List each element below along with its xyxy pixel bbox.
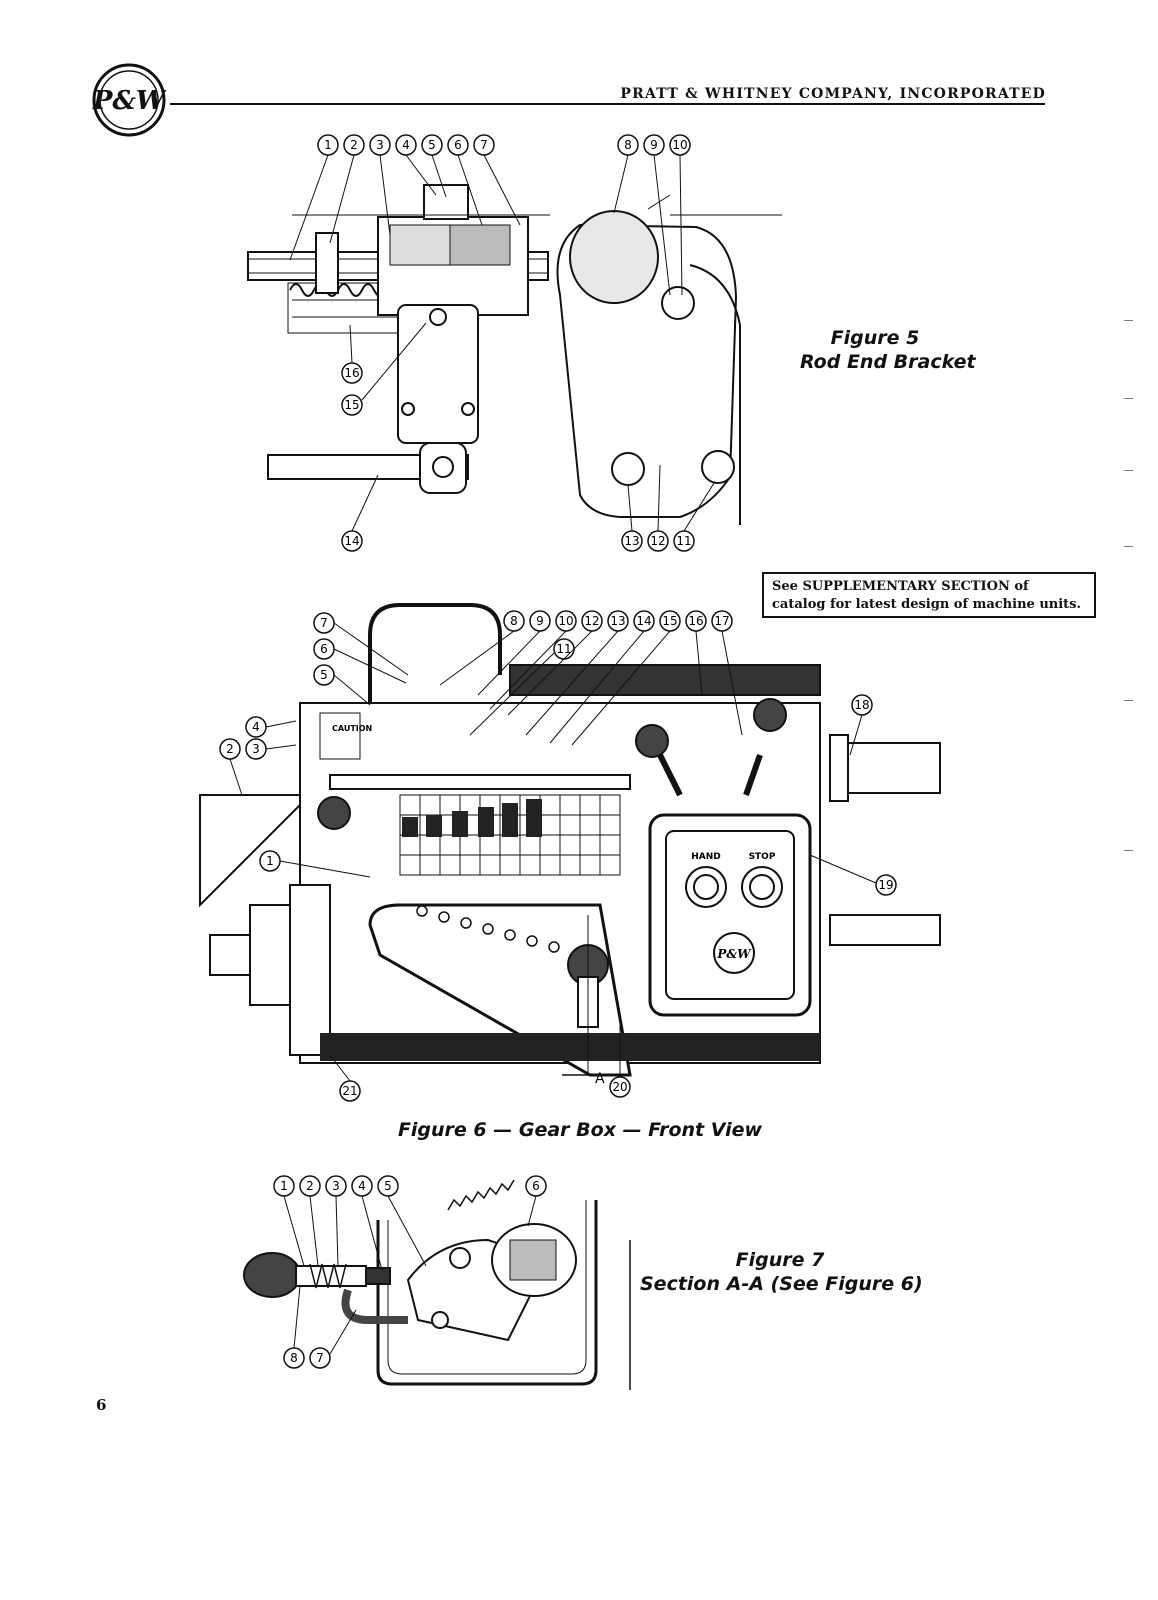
caution-plate-label: CAUTION <box>332 724 372 733</box>
fig6-callout-12: 12 <box>584 614 599 628</box>
fig6-callout-21: 21 <box>342 1084 357 1098</box>
margin-mark <box>1124 850 1133 851</box>
fig5-callout-5: 5 <box>428 138 436 152</box>
margin-mark <box>1124 546 1133 547</box>
box-logo-text: P&W <box>716 947 752 961</box>
fig5-callout-14: 14 <box>344 534 359 548</box>
fig7-callout-7: 7 <box>316 1351 324 1365</box>
fig5-callout-10: 10 <box>672 138 687 152</box>
fig7-callout-4: 4 <box>358 1179 366 1193</box>
fig6-callout-20: 20 <box>612 1080 627 1094</box>
fig5-callout-4: 4 <box>402 138 410 152</box>
fig5-callout-6: 6 <box>454 138 462 152</box>
fig6-callout-14: 14 <box>636 614 651 628</box>
figure-7-drawing: 1 2 3 4 5 6 8 7 <box>243 1175 631 1390</box>
fig6-callout-15: 15 <box>662 614 677 628</box>
page-number: 6 <box>96 1396 107 1414</box>
fig7-callout-1: 1 <box>280 1179 288 1193</box>
fig7-callout-3: 3 <box>332 1179 340 1193</box>
fig6-callout-6: 6 <box>320 642 328 656</box>
header-rule <box>170 103 1045 105</box>
fig6-callout-2: 2 <box>226 742 234 756</box>
fig5-callout-9: 9 <box>650 138 658 152</box>
fig7-callout-6: 6 <box>532 1179 540 1193</box>
fig5-callout-1: 1 <box>324 138 332 152</box>
fig7-callout-2: 2 <box>306 1179 314 1193</box>
fig7-callout-8: 8 <box>290 1351 298 1365</box>
fig5-callout-11: 11 <box>676 534 691 548</box>
fig6-callout-11: 11 <box>556 642 571 656</box>
stop-label: STOP <box>749 852 776 862</box>
fig5-callout-8: 8 <box>624 138 632 152</box>
fig6-callout-3: 3 <box>252 742 260 756</box>
fig5-callout-16: 16 <box>344 366 359 380</box>
fig6-callout-16: 16 <box>688 614 703 628</box>
fig6-callout-18: 18 <box>854 698 869 712</box>
figure-7-caption: Figure 7 Section A-A (See Figure 6) <box>640 1248 923 1296</box>
fig6-callout-10: 10 <box>558 614 573 628</box>
fig6-callout-9: 9 <box>536 614 544 628</box>
fig5-callout-2: 2 <box>350 138 358 152</box>
figure-5-caption: Figure 5 Rod End Bracket <box>800 326 976 374</box>
fig6-callout-5: 5 <box>320 668 328 682</box>
fig6-callout-4: 4 <box>252 720 260 734</box>
margin-mark <box>1124 700 1133 701</box>
margin-mark <box>1124 320 1133 321</box>
pw-logo: P&W <box>92 63 166 137</box>
section-a-label: A <box>595 1071 605 1087</box>
logo-text: P&W <box>92 86 166 116</box>
fig6-callout-13: 13 <box>610 614 625 628</box>
fig6-callout-17: 17 <box>714 614 729 628</box>
fig7-callout-5: 5 <box>384 1179 392 1193</box>
figure-7-number: Figure 7 <box>735 1249 825 1271</box>
fig5-callout-12: 12 <box>650 534 665 548</box>
fig6-callout-1: 1 <box>266 854 274 868</box>
fig5-callout-3: 3 <box>376 138 384 152</box>
fig6-callout-8: 8 <box>510 614 518 628</box>
figure-7-title: Section A-A (See Figure 6) <box>640 1273 923 1295</box>
fig6-callout-19: 19 <box>878 878 893 892</box>
figure-6-caption: Figure 6 — Gear Box — Front View <box>397 1119 763 1141</box>
margin-mark <box>1124 470 1133 471</box>
fig5-callout-13: 13 <box>624 534 639 548</box>
figure-5-title: Rod End Bracket <box>800 351 976 373</box>
figure-5-drawing: 1 2 3 4 5 6 7 8 9 10 16 15 14 13 12 11 <box>247 134 782 552</box>
supplementary-note: See SUPPLEMENTARY SECTION of catalog for… <box>762 572 1096 618</box>
company-name: PRATT & WHITNEY COMPANY, INCORPORATED <box>620 86 1046 102</box>
fig6-callout-7: 7 <box>320 616 328 630</box>
fig5-callout-7: 7 <box>480 138 488 152</box>
hand-label: HAND <box>691 852 721 862</box>
figure-6-drawing: CAUTION HAND STOP P&W A 8 <box>199 603 941 1102</box>
figure-5-number: Figure 5 <box>830 327 920 349</box>
fig5-callout-15: 15 <box>344 398 359 412</box>
margin-mark <box>1124 398 1133 399</box>
